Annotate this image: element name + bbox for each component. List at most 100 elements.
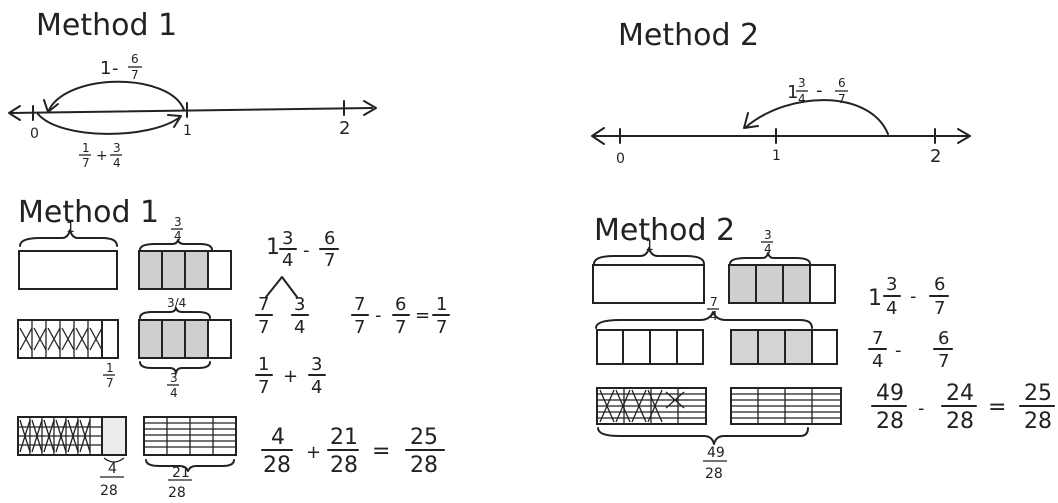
svg-text:3: 3 (886, 274, 897, 295)
svg-text:+: + (283, 366, 298, 387)
svg-text:-: - (918, 398, 925, 419)
method2-row3-crossed-grid (597, 388, 706, 424)
method1-area-title: Method 1 (18, 195, 159, 230)
method1-one-seventh-label: 1 7 (103, 361, 115, 390)
svg-text:-: - (910, 286, 917, 307)
svg-text:7: 7 (258, 294, 269, 315)
svg-text:7: 7 (82, 156, 90, 170)
method2-row2-shaded-three-quarters (731, 330, 812, 364)
svg-text:28: 28 (1024, 409, 1052, 434)
svg-text:7: 7 (131, 68, 139, 82)
svg-text:+: + (96, 148, 108, 164)
method1-numberline-section: Method 1 0 1 2 1 - 6 7 1 7 + 3 (9, 8, 376, 170)
method2-label-2: 2 (930, 146, 941, 167)
svg-text:3: 3 (170, 371, 178, 385)
method1-four-28ths-remaining (102, 417, 126, 455)
method1-split-caret (266, 277, 297, 297)
method1-bottom-jump-label: 1 7 + 3 4 (79, 141, 122, 170)
svg-text:4: 4 (108, 461, 117, 477)
svg-text:28: 28 (946, 409, 974, 434)
svg-text:4: 4 (311, 377, 322, 398)
svg-text:6: 6 (131, 52, 139, 66)
method1-twentyone-28ths-grid (144, 417, 236, 455)
svg-text:3: 3 (113, 141, 121, 155)
method2-seven-quarters-brace (596, 312, 812, 328)
method2-title: Method 2 (618, 18, 759, 53)
svg-text:28: 28 (100, 483, 118, 499)
method2-label-1: 1 (772, 148, 781, 164)
method1-numberline (10, 108, 372, 113)
svg-text:4: 4 (886, 298, 897, 319)
svg-text:1: 1 (258, 354, 269, 375)
svg-text:7: 7 (934, 298, 945, 319)
svg-text:7: 7 (436, 317, 447, 338)
method1-bottom-jump-arc (38, 114, 180, 134)
svg-text:7: 7 (938, 351, 949, 372)
svg-text:-: - (375, 305, 382, 326)
svg-text:4: 4 (170, 386, 178, 400)
method1-top-jump-label: 1 - 6 7 (100, 52, 142, 82)
method2-whole-bar (593, 265, 704, 303)
svg-text:1: 1 (787, 82, 798, 103)
svg-text:6: 6 (838, 76, 846, 90)
svg-text:3: 3 (311, 354, 322, 375)
method2-equation-result: 49 28 - 24 28 = 25 28 (872, 381, 1054, 434)
svg-text:1: 1 (436, 294, 447, 315)
svg-text:1: 1 (82, 141, 90, 155)
svg-text:4: 4 (798, 92, 806, 106)
svg-text:6: 6 (395, 294, 406, 315)
method1-twentyone-28ths-brace (146, 460, 234, 471)
svg-text:49: 49 (707, 445, 725, 461)
svg-text:4: 4 (710, 309, 718, 323)
svg-text:+: + (306, 442, 321, 463)
svg-text:28: 28 (410, 453, 438, 478)
method1-label-2: 2 (339, 118, 350, 139)
svg-text:1: 1 (100, 58, 111, 79)
method2-numberline-section: Method 2 0 1 2 1 3 4 - 6 7 (592, 18, 970, 167)
svg-text:6: 6 (324, 228, 335, 249)
svg-text:=: = (415, 305, 430, 326)
svg-text:7: 7 (324, 250, 335, 271)
svg-text:7: 7 (395, 317, 406, 338)
method1-top-jump-arc (48, 82, 184, 112)
svg-text:7: 7 (872, 328, 883, 349)
method1-equation-result: 4 28 + 21 28 = 25 28 (262, 425, 444, 478)
svg-text:3: 3 (798, 76, 806, 90)
svg-text:28: 28 (330, 453, 358, 478)
svg-text:4: 4 (271, 425, 285, 450)
svg-text:3: 3 (282, 228, 293, 249)
svg-text:4: 4 (282, 250, 293, 271)
method1-label-0: 0 (30, 126, 39, 142)
method2-equation-improper: 7 4 - 6 7 (869, 328, 952, 372)
method1-row1-three-quarters-label: 3 4 (171, 215, 183, 243)
svg-text:6: 6 (934, 274, 945, 295)
svg-text:3: 3 (764, 228, 772, 242)
method2-area-model-section: Method 2 1 3 4 7 4 (593, 213, 1054, 482)
svg-text:4: 4 (113, 156, 121, 170)
method1-twentyone-28ths-label: 21 28 (168, 465, 192, 501)
method2-label-0: 0 (616, 151, 625, 167)
svg-text:4: 4 (294, 317, 305, 338)
svg-text:-: - (895, 340, 902, 361)
method2-area-title: Method 2 (594, 213, 735, 248)
method1-sevenths-crossouts (20, 320, 102, 358)
method1-row2-three-quarters-label: 3 4 (167, 371, 179, 400)
svg-text:28: 28 (705, 466, 723, 482)
method1-equation-sum: 1 7 + 3 4 (256, 354, 325, 398)
svg-text:7: 7 (258, 377, 269, 398)
svg-text:7: 7 (258, 317, 269, 338)
method1-area-model-section: Method 1 1 3 4 1 7 3/4 (18, 195, 449, 501)
svg-text:1: 1 (868, 286, 882, 311)
method1-row2-top-brace (140, 308, 210, 318)
method2-brace-whole-label: 1 (645, 238, 654, 254)
svg-text:-: - (816, 80, 823, 101)
svg-text:24: 24 (946, 381, 974, 406)
method2-fortynine-28ths-brace (598, 428, 808, 444)
method2-fortynine-28ths-label: 49 28 (703, 445, 727, 482)
method1-title: Method 1 (36, 8, 177, 43)
svg-text:7: 7 (710, 295, 718, 309)
svg-text:-: - (303, 240, 310, 261)
svg-text:=: = (372, 439, 390, 464)
svg-text:25: 25 (1024, 381, 1052, 406)
